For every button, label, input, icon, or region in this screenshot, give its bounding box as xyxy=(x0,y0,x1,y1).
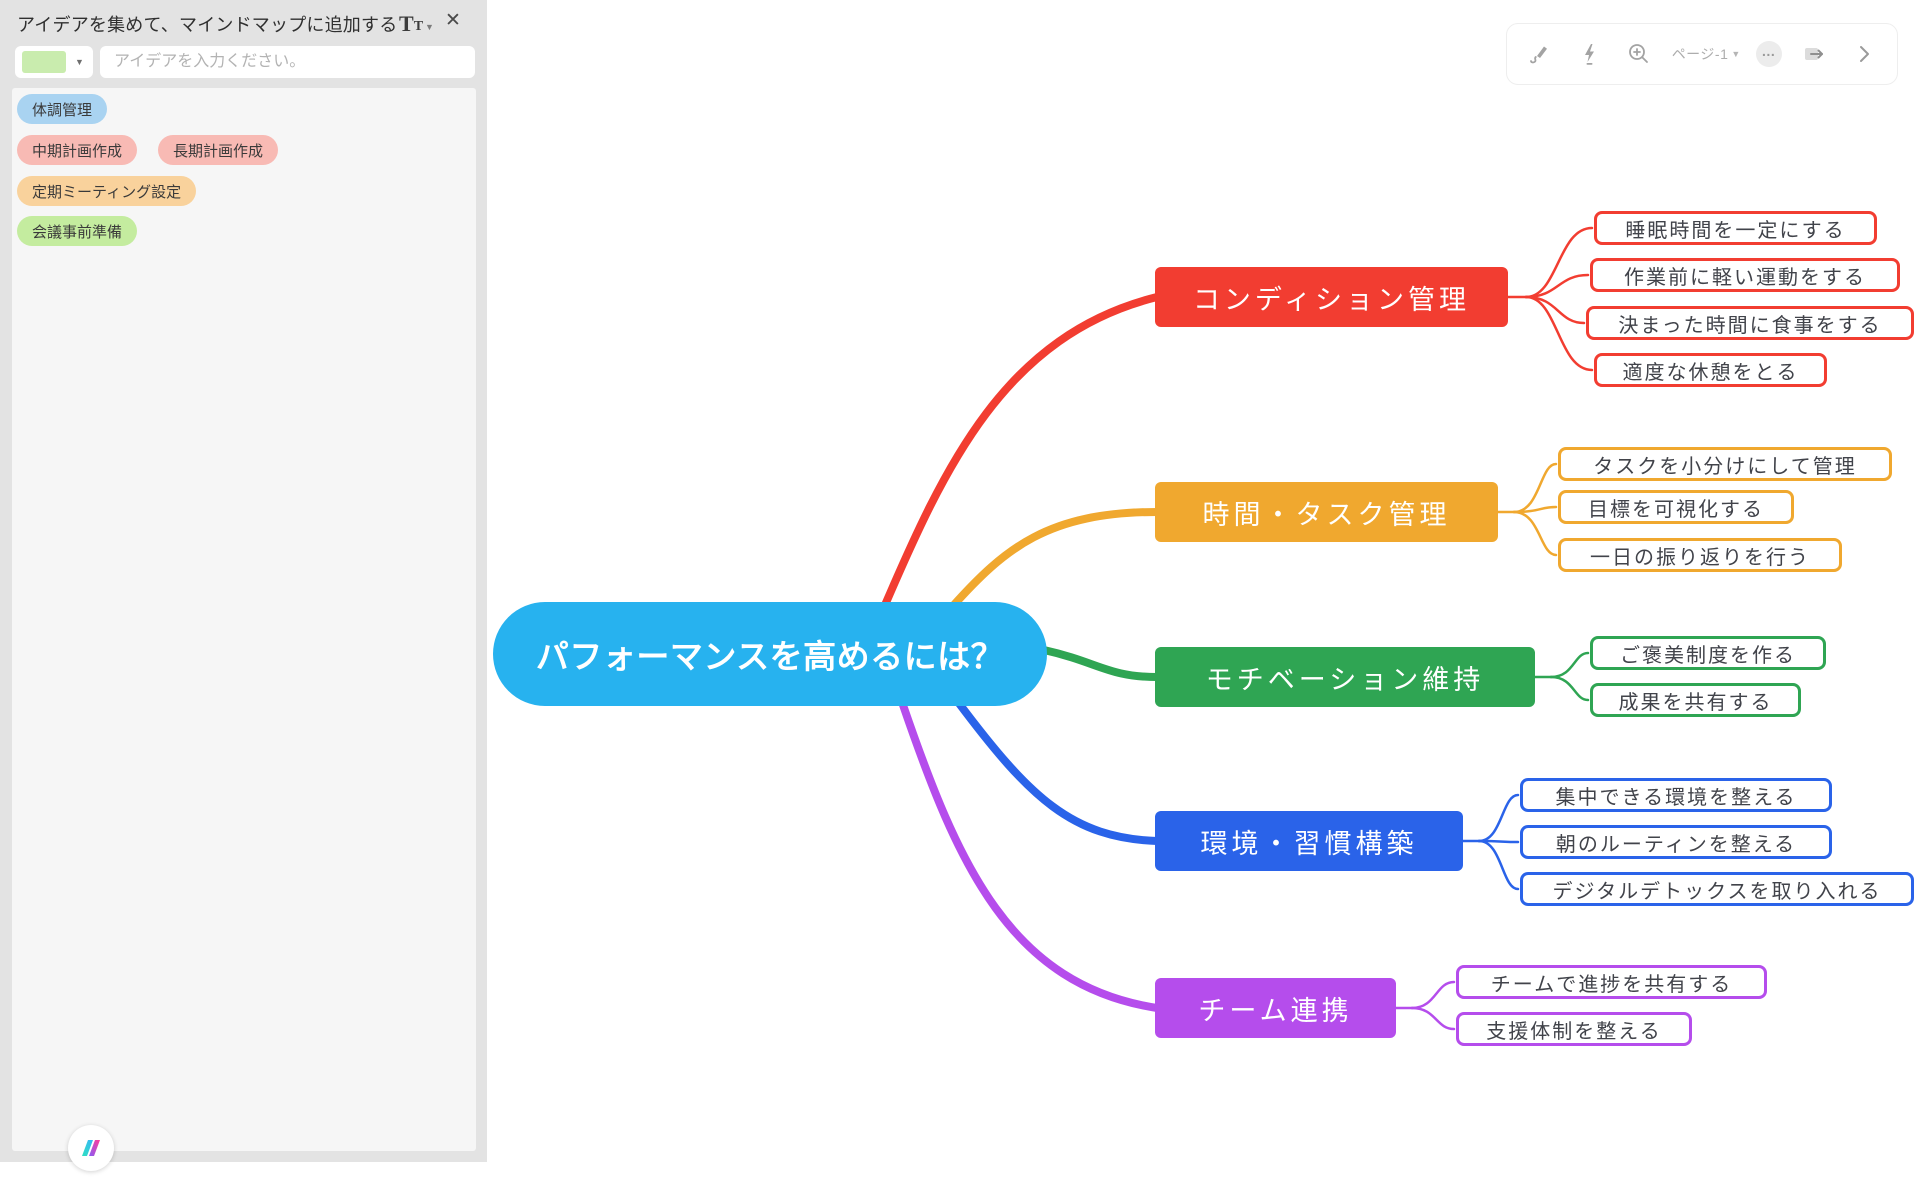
mindmap-child-node[interactable]: 作業前に軽い運動をする xyxy=(1590,258,1900,292)
page-label: ページ-1 xyxy=(1671,46,1729,62)
mindmap-child-node[interactable]: 適度な休憩をとる xyxy=(1594,353,1827,387)
idea-tag[interactable]: 体調管理 xyxy=(17,94,108,124)
close-icon: ✕ xyxy=(445,10,461,31)
collapse-toolbar-button[interactable] xyxy=(1847,37,1881,71)
edges-environment-children xyxy=(1461,793,1520,891)
edges-team-children xyxy=(1394,980,1456,1031)
more-icon: … xyxy=(1761,43,1777,59)
mindmap-child-node[interactable]: タスクを小分けにして管理 xyxy=(1558,447,1892,481)
edge-root-condition xyxy=(878,293,1161,616)
mindmap-child-node[interactable]: 成果を共有する xyxy=(1590,683,1801,717)
mindmap-branch-condition[interactable]: コンディション管理 xyxy=(1155,267,1508,327)
mindmap-branch-team[interactable]: チーム連携 xyxy=(1155,978,1396,1038)
chevron-down-icon: ▼ xyxy=(425,22,434,32)
close-panel-button[interactable]: ✕ xyxy=(445,9,461,32)
mindmap-child-node[interactable]: 集中できる環境を整える xyxy=(1520,778,1832,812)
zoom-in-button[interactable] xyxy=(1622,37,1656,71)
mindmap-branch-motivation[interactable]: モチベーション維持 xyxy=(1155,647,1535,707)
edge-root-team xyxy=(899,701,1161,1012)
mindmap-child-node[interactable]: 朝のルーティンを整える xyxy=(1520,825,1832,859)
flash-button[interactable] xyxy=(1573,37,1607,71)
chevron-right-icon xyxy=(1859,46,1869,62)
chevron-down-icon: ▼ xyxy=(75,57,84,67)
mindmap-branch-environment[interactable]: 環境・習慣構築 xyxy=(1155,811,1463,871)
mindmap-child-node[interactable]: チームで進捗を共有する xyxy=(1456,965,1767,999)
mindmap-child-node[interactable]: ご褒美制度を作る xyxy=(1590,636,1826,670)
more-options-button[interactable]: … xyxy=(1755,41,1782,67)
idea-input[interactable] xyxy=(100,46,475,78)
tag-color-picker[interactable]: ▼ xyxy=(15,46,93,78)
edges-time-children xyxy=(1496,462,1558,557)
idea-tag[interactable]: 中期計画作成 xyxy=(17,135,138,165)
mindmap-child-node[interactable]: 睡眠時間を一定にする xyxy=(1594,211,1877,245)
canvas-toolbar: ページ-1 ▼ … xyxy=(1506,23,1898,85)
panel-title: アイデアを集めて、マインドマップに追加する xyxy=(17,15,398,35)
app-logo[interactable] xyxy=(68,1125,114,1171)
idea-tag[interactable]: 会議事前準備 xyxy=(17,216,138,246)
draw-icon xyxy=(1530,46,1547,64)
mindmap-child-node[interactable]: 目標を可視化する xyxy=(1558,490,1794,524)
draw-button[interactable] xyxy=(1523,37,1557,71)
idea-list: 体調管理 中期計画作成 長期計画作成 定期ミーティング設定 会議事前準備 xyxy=(12,88,476,1151)
mindmap-child-node[interactable]: 決まった時間に食事をする xyxy=(1586,306,1914,340)
edges-condition-children xyxy=(1506,226,1594,372)
app-logo-icon xyxy=(82,1140,100,1156)
edge-root-time xyxy=(948,508,1161,611)
mindmap-child-node[interactable]: 一日の振り返りを行う xyxy=(1558,538,1842,572)
edge-root-environment xyxy=(954,698,1161,845)
edges-motivation-children xyxy=(1533,651,1590,702)
mindmap-root-node[interactable]: パフォーマンスを高めるには？ xyxy=(493,602,1047,706)
chevron-down-icon: ▼ xyxy=(1731,49,1741,59)
mindmap-child-node[interactable]: デジタルデトックスを取り入れる xyxy=(1520,872,1914,906)
export-icon xyxy=(1805,48,1824,60)
idea-tag[interactable]: 長期計画作成 xyxy=(158,135,279,165)
edge-root-motivation xyxy=(1040,646,1161,681)
export-button[interactable] xyxy=(1797,37,1831,71)
selected-color-swatch xyxy=(22,51,66,73)
mindmap-branch-time[interactable]: 時間・タスク管理 xyxy=(1155,482,1498,542)
idea-panel: アイデアを集めて、マインドマップに追加する TT▼ ✕ ▼ 体調管理 中期計画作… xyxy=(0,0,487,1171)
page-selector[interactable]: ページ-1 ▼ xyxy=(1672,44,1741,64)
text-style-icon: T xyxy=(399,11,414,36)
idea-tag[interactable]: 定期ミーティング設定 xyxy=(17,176,197,206)
flash-icon xyxy=(1584,44,1594,65)
mindmap-child-node[interactable]: 支援体制を整える xyxy=(1456,1012,1692,1046)
zoom-in-icon xyxy=(1629,44,1649,63)
